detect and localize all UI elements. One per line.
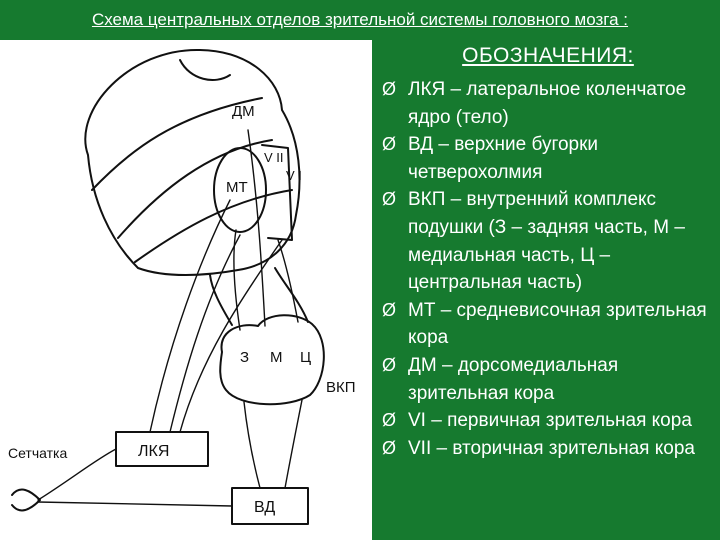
path-vkp-cortex: [277, 239, 299, 323]
path-vd-vkp: [243, 401, 261, 489]
legend-item-text: МТ – средневисочная зрительная кора: [408, 299, 707, 349]
bullet-arrow-icon: Ø: [382, 299, 397, 320]
vkp-complex: [219, 314, 325, 406]
legend-item-mt: Ø МТ – средневисочная зрительная кора: [380, 297, 716, 352]
legend-item-text: ВКП – внутренний комплекс подушки (З – з…: [408, 189, 685, 294]
label-vd: ВД: [254, 499, 275, 516]
brainstem-left: [209, 274, 233, 326]
diagram-panel: ДМ V II V I МТ З М Ц ВКП Сетчатка ЛКЯ ВД: [0, 40, 372, 540]
path-vkp-mt: [233, 229, 241, 331]
bullet-arrow-icon: Ø: [382, 410, 397, 431]
mt-oval: [213, 147, 267, 233]
label-v1: V I: [286, 168, 302, 183]
label-c: Ц: [300, 349, 311, 366]
slide-title: Схема центральных отделов зрительной сис…: [91, 10, 629, 29]
path-lkya-v1: [179, 239, 283, 433]
legend-item-lkya: Ø ЛКЯ – латеральное коленчатое ядро (тел…: [380, 76, 716, 131]
brain-outline: [84, 48, 301, 276]
legend-item-text: ДМ – дорсомедиальная зрительная кора: [408, 354, 619, 404]
path-lkya-dm: [149, 199, 231, 433]
bullet-arrow-icon: Ø: [382, 354, 397, 375]
brainstem-right: [274, 267, 309, 323]
label-retina: Сетчатка: [8, 445, 67, 461]
label-v2: V II: [264, 150, 284, 165]
legend-item-v1: Ø VI – первичная зрительная кора: [380, 407, 716, 435]
label-m: М: [270, 349, 283, 366]
path-retina-vd: [37, 501, 233, 507]
legend-item-text: VII – вторичная зрительная кора: [408, 437, 695, 459]
legend-item-text: VI – первичная зрительная кора: [408, 410, 692, 432]
legend-list: Ø ЛКЯ – латеральное коленчатое ядро (тел…: [380, 76, 716, 462]
brain-fold-1: [91, 97, 263, 191]
path-lkya-cortex: [169, 234, 241, 433]
brain-fold-3: [134, 189, 293, 263]
bullet-arrow-icon: Ø: [382, 437, 397, 458]
bullet-arrow-icon: Ø: [382, 189, 397, 210]
legend-item-dm: Ø ДМ – дорсомедиальная зрительная кора: [380, 352, 716, 407]
label-z: З: [240, 349, 249, 366]
label-dm: ДМ: [232, 103, 255, 120]
bullet-arrow-icon: Ø: [382, 79, 397, 99]
legend-item-v2: Ø VII – вторичная зрительная кора: [380, 435, 716, 463]
retina-eye: [11, 488, 41, 512]
bullet-arrow-icon: Ø: [382, 134, 397, 155]
path-retina-lkya: [37, 448, 117, 501]
label-lkya: ЛКЯ: [138, 443, 169, 460]
legend-title: ОБОЗНАЧЕНИЯ:: [462, 44, 634, 67]
cortex-strip: [261, 144, 293, 241]
legend: ОБОЗНАЧЕНИЯ: Ø ЛКЯ – латеральное коленча…: [380, 42, 716, 462]
visual-system-diagram: ДМ V II V I МТ З М Ц ВКП Сетчатка ЛКЯ ВД: [8, 48, 356, 525]
path-vd-vkp-2: [284, 399, 303, 489]
legend-item-vd: Ø ВД – верхние бугорки четверохолмия: [380, 131, 716, 186]
legend-item-text: ВД – верхние бугорки четверохолмия: [408, 134, 599, 183]
path-vkp-dm: [247, 129, 266, 327]
brain-fold-4: [179, 59, 231, 81]
legend-item-text: ЛКЯ – латеральное коленчатое ядро (тело): [408, 79, 687, 128]
legend-item-vkp: Ø ВКП – внутренний комплекс подушки (З –…: [380, 186, 716, 296]
label-mt: МТ: [226, 179, 248, 196]
label-vkp: ВКП: [326, 379, 356, 396]
